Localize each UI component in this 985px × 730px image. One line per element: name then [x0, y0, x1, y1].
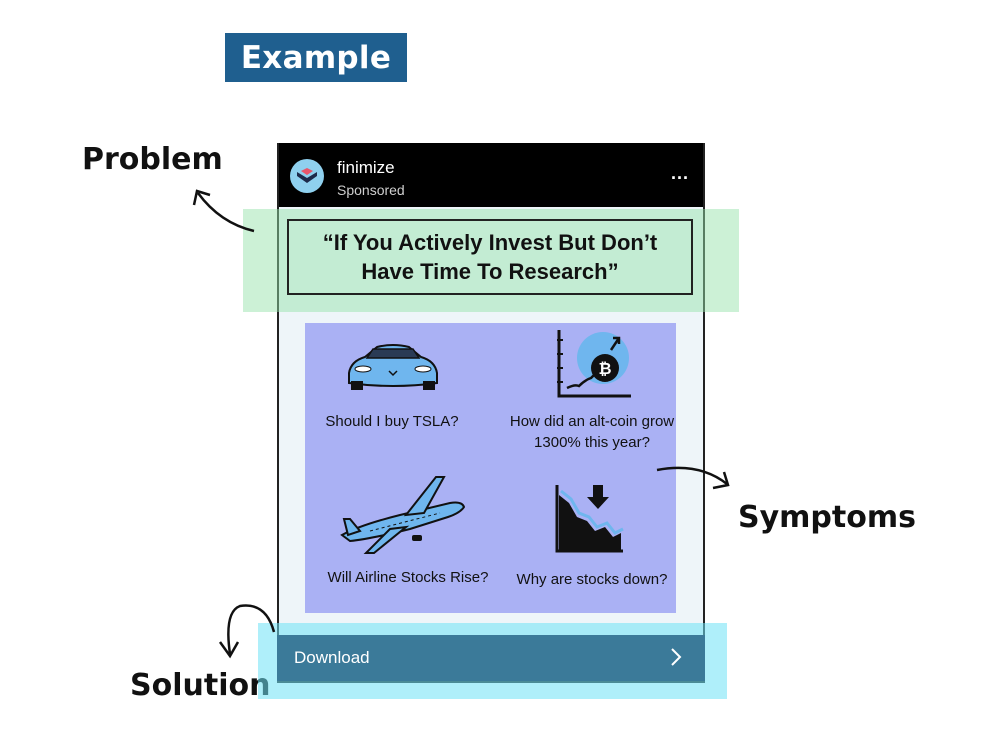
chevron-right-icon — [671, 648, 682, 666]
symptoms-panel: Should I buy TSLA? ₿ How did an alt-coin… — [305, 323, 676, 613]
problem-label: Problem — [82, 142, 223, 177]
download-label: Download — [294, 648, 370, 667]
solution-arrow-icon — [218, 604, 276, 659]
more-options-icon[interactable]: ... — [670, 163, 689, 183]
question-altcoin: How did an alt-coin grow 1300% this year… — [509, 413, 675, 451]
question-stocks-down: Why are stocks down? — [516, 571, 668, 588]
brand-name[interactable]: finimize — [337, 158, 395, 177]
brand-avatar[interactable] — [290, 159, 324, 193]
car-icon — [348, 344, 438, 390]
symptoms-label: Symptoms — [738, 500, 916, 535]
finimize-logo-icon — [297, 168, 317, 183]
svg-text:₿: ₿ — [598, 359, 611, 378]
question-tsla: Should I buy TSLA? — [325, 413, 459, 430]
solution-label: Solution — [130, 668, 271, 703]
question-airline: Will Airline Stocks Rise? — [327, 569, 489, 586]
bitcoin-chart-icon: ₿ — [557, 330, 631, 398]
download-button[interactable]: Download — [277, 635, 705, 681]
stock-down-chart-icon — [555, 485, 624, 553]
ad-headline: “If You Actively Invest But Don’t Have T… — [287, 219, 693, 295]
ad-header: finimize Sponsored ... — [279, 143, 703, 207]
problem-arrow-icon — [192, 189, 255, 233]
sponsored-tag: Sponsored — [337, 182, 405, 198]
symptoms-arrow-icon — [656, 466, 730, 490]
example-badge: Example — [225, 33, 407, 82]
airplane-icon — [340, 476, 465, 554]
